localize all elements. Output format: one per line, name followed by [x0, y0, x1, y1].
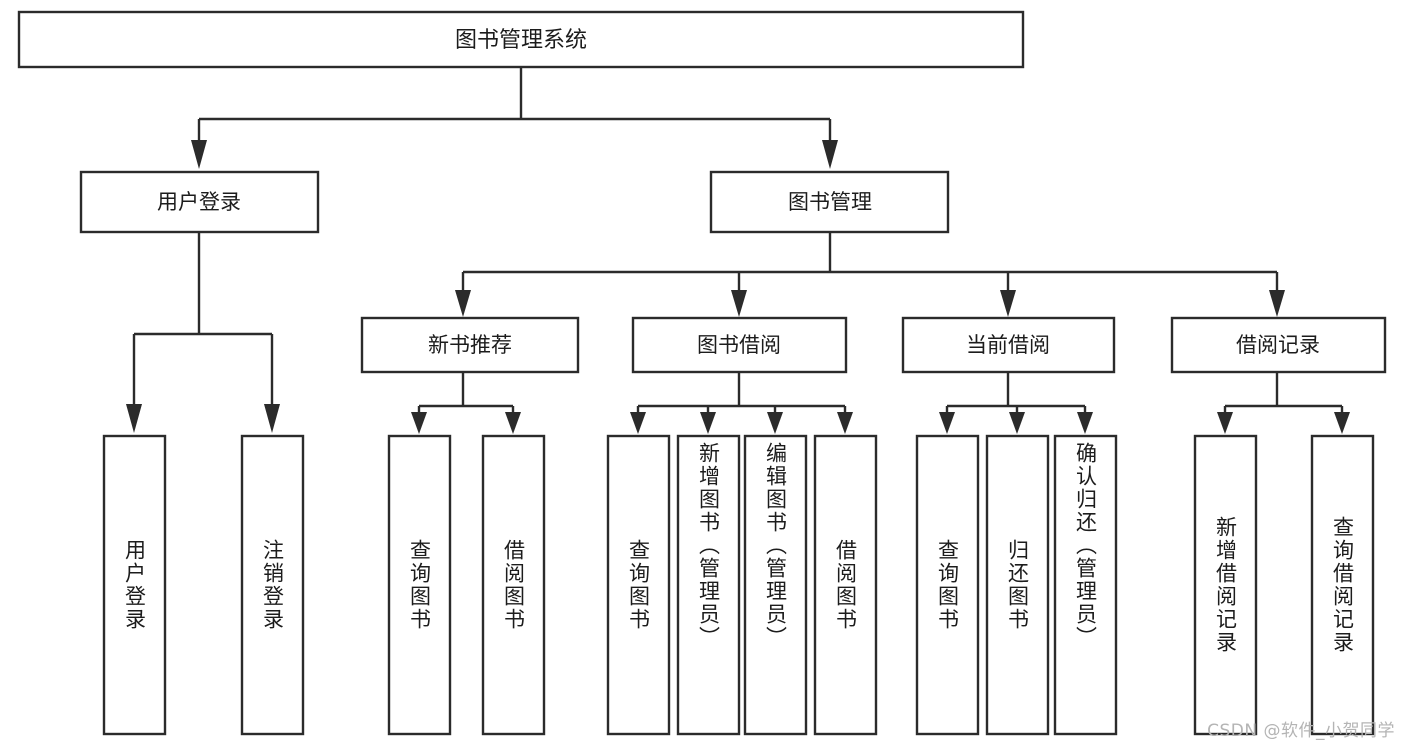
- connector-group-root: [191, 67, 838, 169]
- leaf-box-book-borrow-query[interactable]: [606, 434, 671, 736]
- arrow-head-icon: [1269, 290, 1285, 317]
- arrow-head-icon: [822, 140, 838, 169]
- node-book-management-box[interactable]: [709, 170, 950, 234]
- leaf-box-user-login-login[interactable]: [102, 434, 167, 736]
- node-new-book-recommend-label: 新书推荐: [428, 333, 512, 357]
- leaf-box-current-borrow-query[interactable]: [915, 434, 980, 736]
- arrow-head-icon: [1009, 412, 1025, 434]
- leaf-box-user-login-logout[interactable]: [240, 434, 305, 736]
- connector-group-user-login: [126, 232, 280, 433]
- arrow-head-icon: [939, 412, 955, 434]
- arrow-head-icon: [411, 412, 427, 434]
- leaf-box-book-borrow-borrow[interactable]: [813, 434, 878, 736]
- connector-group-new-book: [411, 372, 521, 434]
- leaf-box-borrow-record-query[interactable]: [1310, 434, 1375, 736]
- node-book-management-label: 图书管理: [788, 190, 872, 214]
- leaf-box-borrow-record-add[interactable]: [1193, 434, 1258, 736]
- node-book-borrow-box[interactable]: [631, 316, 848, 374]
- node-book-borrow[interactable]: 图书借阅: [631, 316, 848, 374]
- arrow-head-icon: [1077, 412, 1093, 434]
- arrow-head-icon: [630, 412, 646, 434]
- leaf-box-new-book-query[interactable]: [387, 434, 452, 736]
- leaf-group-user-login: [102, 434, 305, 736]
- node-current-borrow-box[interactable]: [901, 316, 1116, 374]
- arrow-head-icon: [191, 140, 207, 169]
- watermark-text: CSDN @软件_小贺同学: [1207, 721, 1395, 741]
- connector-group-current-borrow: [939, 372, 1093, 434]
- node-borrow-record-box[interactable]: [1170, 316, 1387, 374]
- arrow-head-icon: [505, 412, 521, 434]
- node-root[interactable]: 图书管理系统: [17, 10, 1025, 69]
- arrow-head-icon: [731, 290, 747, 317]
- connector-group-borrow-record: [1217, 372, 1350, 434]
- leaf-box-book-borrow-edit[interactable]: [743, 434, 808, 736]
- leaf-box-current-borrow-return[interactable]: [985, 434, 1050, 736]
- leaf-group-borrow-record: [1193, 434, 1375, 736]
- node-borrow-record-label: 借阅记录: [1236, 333, 1320, 357]
- leaf-group-current-borrow: [915, 434, 1118, 736]
- leaf-group-book-borrow: [606, 434, 878, 736]
- arrow-head-icon: [767, 412, 783, 434]
- node-book-management[interactable]: 图书管理: [709, 170, 950, 234]
- arrow-head-icon: [1334, 412, 1350, 434]
- arrow-head-icon: [1000, 290, 1016, 317]
- leaf-box-current-borrow-confirm[interactable]: [1053, 434, 1118, 736]
- arrow-head-icon: [837, 412, 853, 434]
- node-user-login[interactable]: 用户登录: [79, 170, 320, 234]
- arrow-head-icon: [264, 404, 280, 433]
- connector-group-book-mgmt: [455, 232, 1285, 317]
- node-root-box[interactable]: [17, 10, 1025, 69]
- node-current-borrow-label: 当前借阅: [966, 333, 1050, 357]
- arrow-head-icon: [455, 290, 471, 317]
- node-borrow-record[interactable]: 借阅记录: [1170, 316, 1387, 374]
- node-new-book-recommend[interactable]: 新书推荐: [360, 316, 580, 374]
- node-user-login-label: 用户登录: [157, 190, 241, 214]
- arrow-head-icon: [1217, 412, 1233, 434]
- node-book-borrow-label: 图书借阅: [697, 333, 781, 357]
- arrow-head-icon: [126, 404, 142, 433]
- node-new-book-recommend-box[interactable]: [360, 316, 580, 374]
- connector-group-book-borrow: [630, 372, 853, 434]
- arrow-head-icon: [700, 412, 716, 434]
- node-current-borrow[interactable]: 当前借阅: [901, 316, 1116, 374]
- leaf-box-new-book-borrow[interactable]: [481, 434, 546, 736]
- leaf-box-book-borrow-add[interactable]: [676, 434, 741, 736]
- node-user-login-box[interactable]: [79, 170, 320, 234]
- node-root-label: 图书管理系统: [455, 28, 587, 53]
- leaf-group-new-book-recommend: [387, 434, 546, 736]
